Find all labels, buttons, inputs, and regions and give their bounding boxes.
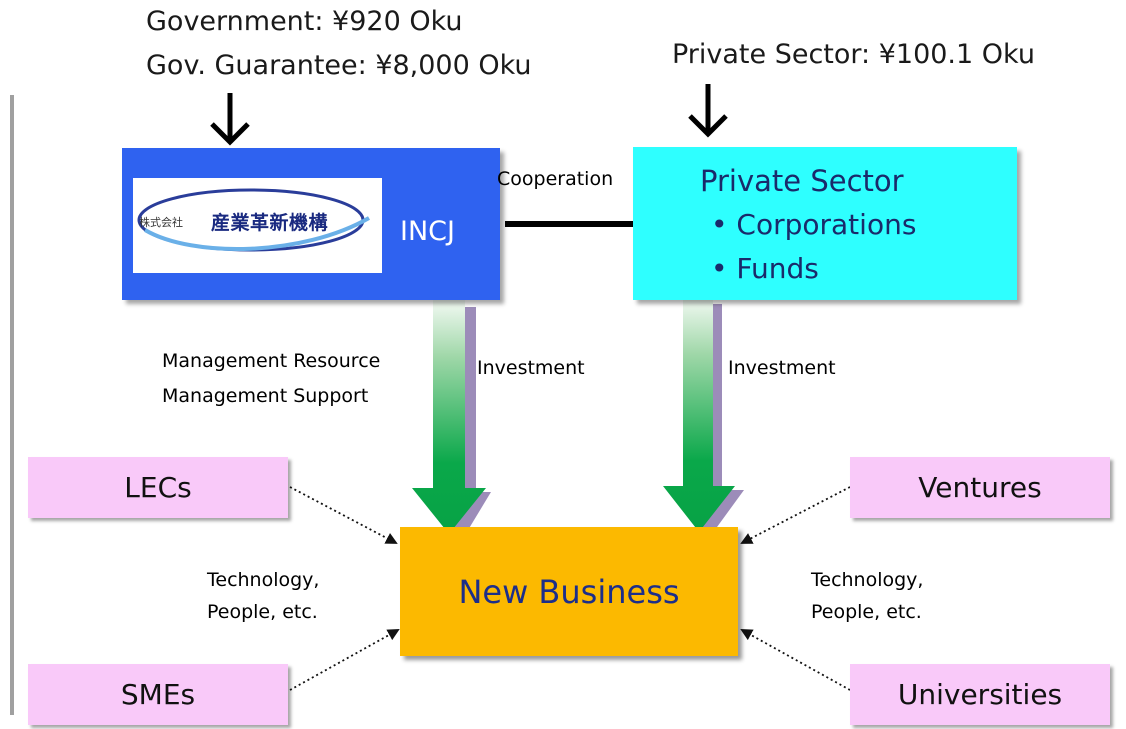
private-funding-arrow	[688, 84, 728, 138]
smes-box: SMEs	[28, 664, 288, 725]
private-sector-item-corporations: • Corporations	[711, 208, 917, 241]
logo-swoosh-icon	[137, 188, 370, 252]
government-funding-arrow	[210, 93, 250, 146]
guarantee-funding-label: Gov. Guarantee: ¥8,000 Oku	[146, 50, 532, 81]
lecs-connector	[289, 486, 398, 544]
private-sector-box	[633, 147, 1017, 300]
government-funding-label: Government: ¥920 Oku	[146, 6, 463, 37]
right-contribution-label-line2: People, etc.	[811, 601, 922, 623]
lecs-box: LECs	[28, 457, 288, 518]
private-investment-label: Investment	[728, 357, 836, 379]
left-contribution-label-line2: People, etc.	[207, 601, 318, 623]
ventures-label: Ventures	[918, 471, 1042, 504]
logo-name: 産業革新機構	[211, 212, 329, 234]
private-investment-arrow	[663, 295, 744, 538]
ventures-box: Ventures	[850, 457, 1110, 518]
smes-connector	[289, 629, 400, 691]
cooperation-label: Cooperation	[497, 168, 614, 190]
incj-logo: 株式会社 産業革新機構	[133, 178, 382, 273]
incj-investment-arrow	[412, 298, 491, 540]
universities-box: Universities	[850, 664, 1110, 725]
management-resource-label: Management Resource	[162, 350, 381, 372]
new-business-box: New Business	[400, 527, 738, 656]
ventures-connector	[740, 486, 851, 544]
new-business-label: New Business	[458, 572, 680, 611]
incj-investment-label: Investment	[477, 357, 585, 379]
lecs-label: LECs	[124, 471, 192, 504]
private-sector-title: Private Sector	[700, 164, 904, 198]
universities-connector	[740, 629, 851, 691]
left-edge-rule	[10, 95, 14, 715]
smes-label: SMEs	[120, 678, 196, 711]
private-funding-label: Private Sector: ¥100.1 Oku	[672, 39, 1035, 70]
left-contribution-label-line1: Technology,	[207, 569, 320, 591]
right-contribution-label-line1: Technology,	[811, 569, 924, 591]
management-support-label: Management Support	[162, 385, 369, 407]
logo-company-prefix: 株式会社	[139, 216, 183, 229]
universities-label: Universities	[897, 678, 1063, 711]
incj-label: INCJ	[400, 216, 455, 247]
private-sector-item-funds: • Funds	[711, 252, 819, 285]
